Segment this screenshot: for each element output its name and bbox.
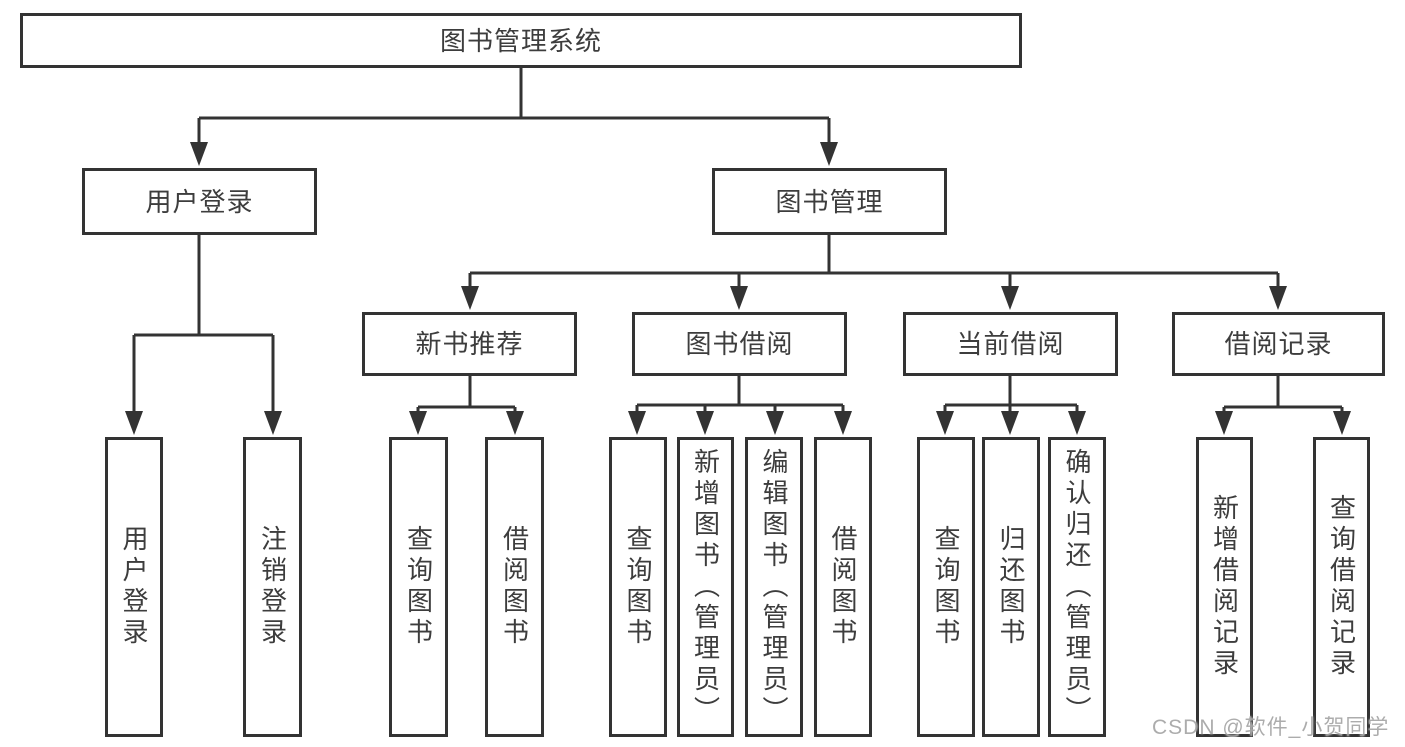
node-leaf-confirm-return-admin: 确认归还（管理员） bbox=[1048, 437, 1106, 737]
node-leaf-borrow-books-2: 借阅图书 bbox=[814, 437, 872, 737]
node-current-borrowing: 当前借阅 bbox=[903, 312, 1118, 376]
csdn-watermark: CSDN @软件_小贺同学 bbox=[1152, 716, 1390, 739]
node-leaf-add-book-admin: 新增图书（管理员） bbox=[677, 437, 734, 737]
node-leaf-query-borrow-record: 查询借阅记录 bbox=[1313, 437, 1370, 737]
node-borrowing-records: 借阅记录 bbox=[1172, 312, 1385, 376]
node-book-management: 图书管理 bbox=[712, 168, 947, 235]
node-leaf-borrow-books-1: 借阅图书 bbox=[485, 437, 544, 737]
node-leaf-query-books-1: 查询图书 bbox=[389, 437, 448, 737]
node-leaf-return-book: 归还图书 bbox=[982, 437, 1040, 737]
node-leaf-query-books-2: 查询图书 bbox=[609, 437, 667, 737]
node-leaf-query-books-3: 查询图书 bbox=[917, 437, 975, 737]
node-book-management-system: 图书管理系统 bbox=[20, 13, 1022, 68]
node-leaf-add-borrow-record: 新增借阅记录 bbox=[1196, 437, 1253, 737]
node-user-login: 用户登录 bbox=[82, 168, 317, 235]
node-leaf-logout: 注销登录 bbox=[243, 437, 302, 737]
arrow-heads bbox=[125, 142, 1351, 435]
node-new-book-recommendation: 新书推荐 bbox=[362, 312, 577, 376]
node-book-borrowing: 图书借阅 bbox=[632, 312, 847, 376]
node-leaf-edit-book-admin: 编辑图书（管理员） bbox=[745, 437, 803, 737]
node-leaf-user-login: 用户登录 bbox=[105, 437, 163, 737]
